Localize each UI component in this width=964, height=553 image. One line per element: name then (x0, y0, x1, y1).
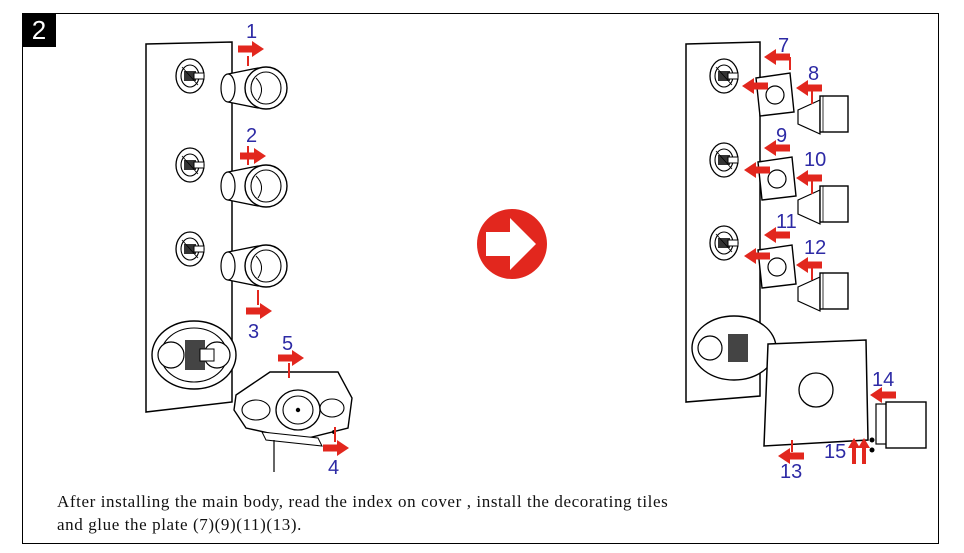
arrow-2 (240, 146, 266, 165)
label-5: 5 (282, 333, 293, 355)
label-2: 2 (246, 125, 257, 147)
sleeve-2 (220, 164, 288, 208)
label-9: 9 (776, 125, 787, 147)
sleeve-1 (220, 66, 288, 110)
plate-11 (757, 244, 797, 289)
arrow-8 (796, 80, 822, 104)
arrow-5 (278, 350, 304, 378)
knob-10 (797, 185, 849, 225)
knob-14 (869, 401, 927, 453)
label-10: 10 (804, 149, 826, 171)
label-13: 13 (780, 461, 802, 483)
label-14: 14 (872, 369, 894, 391)
arrow-12 (796, 257, 822, 280)
instruction-caption: After installing the main body, read the… (57, 490, 897, 536)
arrow-13 (778, 440, 804, 464)
label-11: 11 (776, 211, 797, 233)
plate-13-cover (763, 339, 869, 447)
label-3: 3 (248, 321, 259, 343)
knob-8 (797, 95, 849, 135)
plate-7 (755, 72, 795, 117)
label-8: 8 (808, 63, 819, 85)
right-valve-1 (709, 58, 739, 94)
arrow-4 (323, 427, 349, 456)
label-4: 4 (328, 457, 339, 479)
right-valve-2 (709, 142, 739, 178)
main-cover-left (233, 371, 353, 472)
right-main-valve (691, 315, 777, 381)
arrow-10 (796, 170, 822, 194)
arrow-7 (764, 49, 791, 70)
label-7: 7 (778, 35, 789, 57)
step-number-badge: 2 (22, 13, 56, 47)
left-valve-1 (175, 58, 205, 94)
left-main-valve (151, 320, 237, 390)
right-valve-3 (709, 225, 739, 261)
label-12: 12 (804, 237, 826, 259)
knob-12 (797, 272, 849, 312)
left-wall-panel (145, 41, 233, 413)
label-15: 15 (824, 441, 846, 463)
next-step-arrow-icon (477, 209, 547, 279)
plate-9 (757, 156, 797, 201)
left-valve-3 (175, 231, 205, 267)
caption-line-2: and glue the plate (7)(9)(11)(13). (57, 515, 302, 534)
sleeve-3 (220, 244, 288, 288)
caption-line-1: After installing the main body, read the… (57, 492, 669, 511)
right-wall-panel (685, 41, 761, 403)
left-valve-2 (175, 147, 205, 183)
arrow-1 (238, 41, 264, 66)
arrow-15 (848, 438, 870, 464)
arrow-3 (246, 290, 272, 319)
label-1: 1 (246, 21, 257, 43)
